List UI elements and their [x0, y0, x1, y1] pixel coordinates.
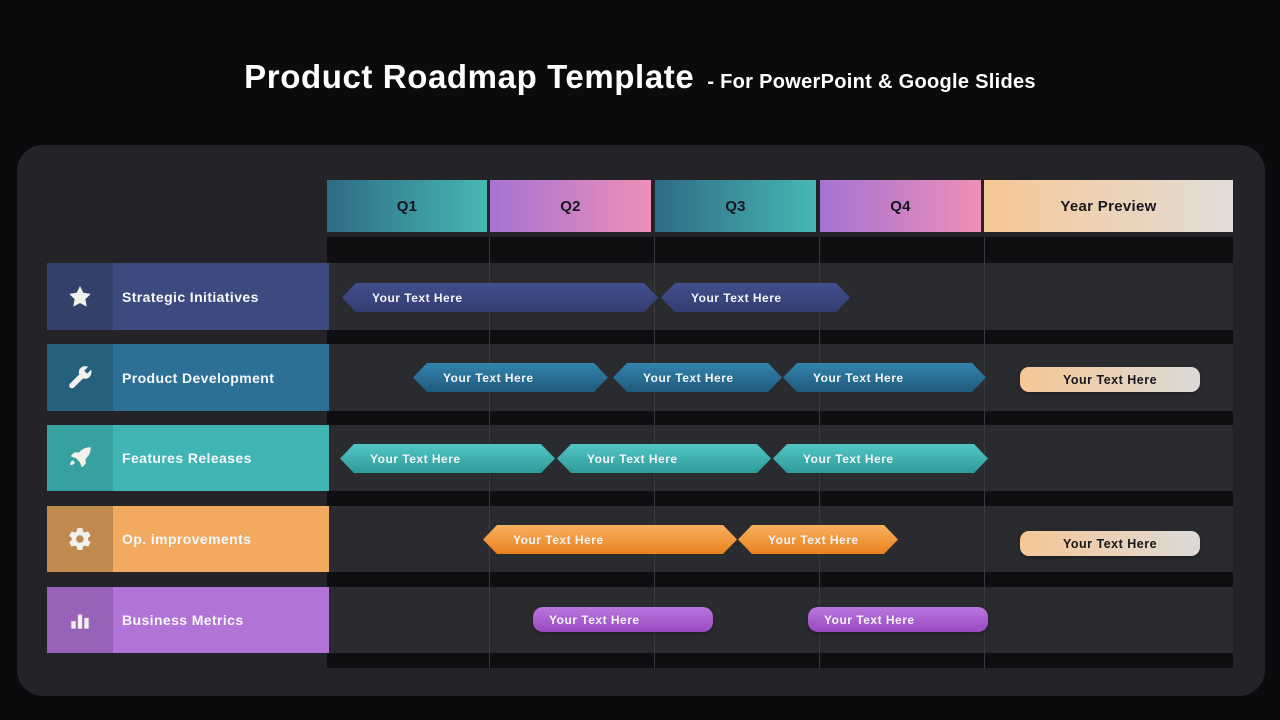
row-label-features-releases[interactable]: Features Releases	[113, 425, 329, 491]
row-label-text: Product Development	[122, 369, 275, 386]
timeline-bar-product-1[interactable]: Your Text Here	[413, 363, 608, 392]
timeline-bar-product-2[interactable]: Your Text Here	[613, 363, 782, 392]
row-label-text: Op. improvements	[122, 531, 252, 547]
bar-label: Your Text Here	[691, 290, 782, 305]
star-icon	[69, 285, 91, 307]
gear-icon	[69, 528, 91, 550]
bar-label: Your Text Here	[1062, 372, 1158, 387]
timeline-bar-features-2[interactable]: Your Text Here	[557, 444, 771, 473]
bar-label: Your Text Here	[813, 370, 904, 385]
bar-label: Your Text Here	[768, 532, 859, 547]
title-subtitle: - For PowerPoint & Google Slides	[707, 71, 1036, 93]
timeline-bar-metrics-2[interactable]: Your Text Here	[808, 607, 988, 632]
column-header-q1[interactable]: Q1	[327, 180, 487, 232]
row-icon-box-business-metrics[interactable]	[47, 587, 113, 653]
slide-title: Product Roadmap Template - For PowerPoin…	[0, 58, 1280, 96]
row-track-business-metrics	[327, 587, 1233, 653]
column-header-label: Q4	[890, 197, 911, 215]
row-label-op-improvements[interactable]: Op. improvements	[113, 506, 329, 572]
column-header-q3[interactable]: Q3	[655, 180, 816, 232]
timeline-bar-op-1[interactable]: Your Text Here	[483, 525, 737, 554]
wrench-icon	[69, 365, 92, 388]
column-header-label: Q3	[725, 197, 746, 215]
bar-label: Your Text Here	[587, 451, 678, 466]
bar-label: Your Text Here	[372, 290, 463, 305]
timeline-bar-metrics-1[interactable]: Your Text Here	[533, 607, 713, 632]
row-icon-box-op-improvements[interactable]	[47, 506, 113, 572]
bar-label: Your Text Here	[824, 612, 915, 627]
column-header-year-preview[interactable]: Year Preview	[984, 180, 1233, 232]
timeline-bar-strategic-1[interactable]: Your Text Here	[342, 283, 658, 312]
bar-label: Your Text Here	[443, 370, 534, 385]
bar-chart-icon	[71, 614, 89, 629]
title-main: Product Roadmap Template	[244, 58, 695, 95]
row-label-strategic-initiatives[interactable]: Strategic Initiatives	[113, 263, 329, 330]
bar-label: Your Text Here	[513, 532, 604, 547]
row-label-business-metrics[interactable]: Business Metrics	[113, 587, 329, 653]
row-icon-box-product-development[interactable]	[47, 344, 113, 411]
timeline-bar-product-3[interactable]: Your Text Here	[783, 363, 986, 392]
timeline-bar-features-1[interactable]: Your Text Here	[340, 444, 555, 473]
bar-label: Your Text Here	[1062, 536, 1158, 551]
timeline-bar-strategic-2[interactable]: Your Text Here	[661, 283, 850, 312]
bar-label: Your Text Here	[370, 451, 461, 466]
row-icon-box-features-releases[interactable]	[47, 425, 113, 491]
row-label-product-development[interactable]: Product Development	[113, 344, 329, 411]
grid-column-divider	[984, 237, 985, 668]
rocket-icon	[70, 447, 91, 467]
bar-label: Your Text Here	[643, 370, 734, 385]
column-header-label: Year Preview	[1060, 197, 1157, 215]
column-header-q2[interactable]: Q2	[490, 180, 651, 232]
bar-label: Your Text Here	[803, 451, 894, 466]
row-icon-box-strategic-initiatives[interactable]	[47, 263, 113, 330]
row-label-text: Business Metrics	[122, 612, 244, 628]
column-header-q4[interactable]: Q4	[820, 180, 981, 232]
column-header-label: Q1	[396, 197, 418, 215]
row-label-text: Features Releases	[122, 450, 252, 466]
timeline-bar-op-2[interactable]: Your Text Here	[738, 525, 898, 554]
column-header-label: Q2	[560, 197, 581, 215]
year-preview-bar-op[interactable]: Your Text Here	[1020, 531, 1200, 556]
timeline-bar-features-3[interactable]: Your Text Here	[773, 444, 988, 473]
year-preview-bar-product[interactable]: Your Text Here	[1020, 367, 1200, 392]
row-label-text: Strategic Initiatives	[122, 288, 259, 305]
bar-label: Your Text Here	[549, 612, 640, 627]
